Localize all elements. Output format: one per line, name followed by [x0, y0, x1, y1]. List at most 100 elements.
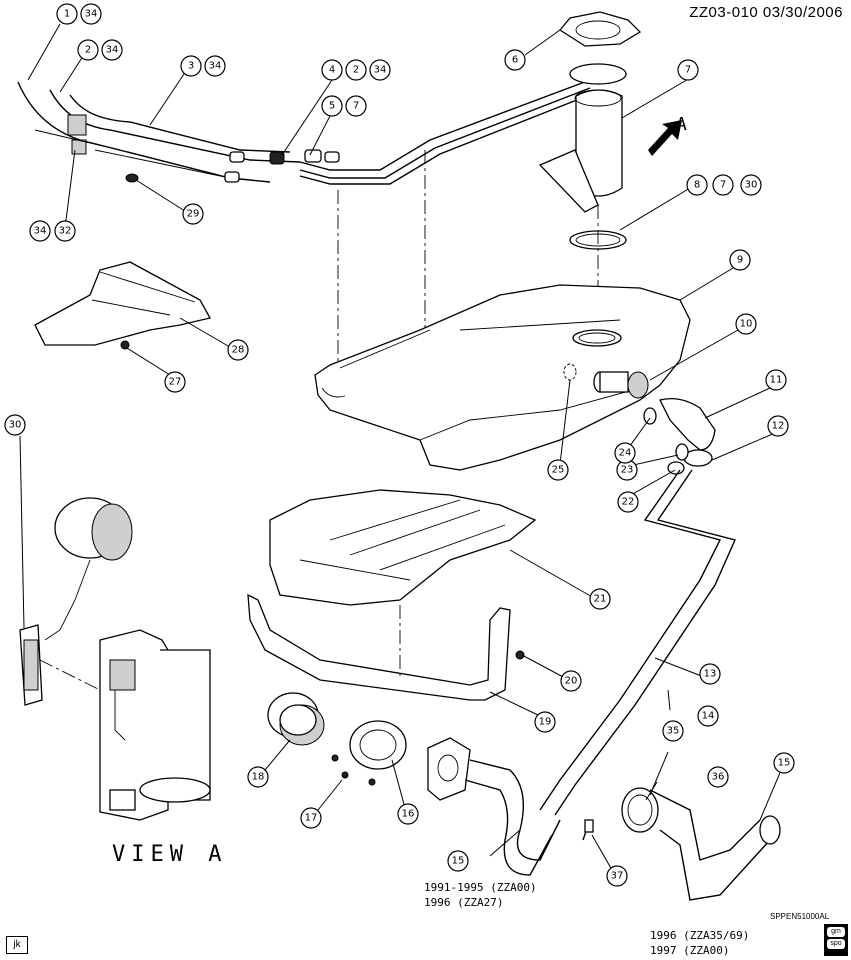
svg-text:28: 28 — [232, 345, 245, 356]
svg-text:34: 34 — [34, 226, 47, 237]
callout-34: 34 — [101, 39, 123, 61]
svg-text:15: 15 — [452, 856, 465, 867]
callout-34: 34 — [80, 3, 102, 25]
fuel-cap-18 — [267, 692, 325, 746]
filler-pipe-15a — [427, 737, 561, 876]
svg-text:22: 22 — [622, 497, 635, 508]
svg-text:2: 2 — [85, 45, 91, 56]
callout-1: 1 — [56, 3, 78, 25]
reference-code: SPPEN51000AL — [770, 912, 830, 921]
callout-19: 19 — [534, 711, 556, 733]
svg-text:11: 11 — [770, 375, 783, 386]
tank-strap-19 — [247, 593, 525, 701]
svg-text:17: 17 — [305, 813, 318, 824]
callout-34: 34 — [369, 59, 391, 81]
callout-15: 15 — [773, 752, 795, 774]
callout-4: 4 — [321, 59, 343, 81]
view-a-label: VIEW A — [112, 842, 228, 867]
callout-36: 36 — [707, 766, 729, 788]
gm-spo-logo: gm spo — [824, 924, 848, 956]
callout-17: 17 — [300, 807, 322, 829]
svg-text:13: 13 — [704, 669, 717, 680]
callout-21: 21 — [589, 588, 611, 610]
logo-bottom: spo — [827, 939, 845, 949]
svg-text:34: 34 — [374, 65, 387, 76]
callout-14: 14 — [697, 705, 719, 727]
svg-text:29: 29 — [187, 209, 200, 220]
callout-37: 37 — [606, 865, 628, 887]
callout-34: 34 — [29, 220, 51, 242]
callout-2: 2 — [77, 39, 99, 61]
line-connectors — [224, 149, 340, 183]
svg-text:32: 32 — [59, 226, 72, 237]
svg-text:1: 1 — [64, 9, 70, 20]
svg-text:16: 16 — [402, 809, 415, 820]
tank-neck-parts — [539, 371, 736, 816]
svg-text:20: 20 — [565, 676, 578, 687]
callout-9: 9 — [729, 249, 751, 271]
fuel-level-sender-30 — [19, 497, 133, 706]
logo-top: gm — [827, 927, 845, 937]
leader-lines — [19, 23, 783, 871]
callout-7: 7 — [345, 95, 367, 117]
callout-6: 6 — [504, 49, 526, 71]
note-line: 1996 (ZZA27) — [424, 896, 504, 909]
svg-text:34: 34 — [209, 61, 222, 72]
callout-15: 15 — [447, 850, 469, 872]
callout-16: 16 — [397, 803, 419, 825]
svg-text:34: 34 — [106, 45, 119, 56]
callout-29: 29 — [182, 203, 204, 225]
callout-12: 12 — [767, 415, 789, 437]
filler-pipe-15b — [582, 787, 781, 901]
filler-door-16 — [331, 720, 407, 786]
view-a-detail — [39, 629, 211, 821]
svg-text:9: 9 — [737, 255, 743, 266]
heat-shield-28 — [34, 261, 211, 346]
svg-text:23: 23 — [621, 465, 634, 476]
fuel-tank — [314, 284, 691, 471]
note-line: 1996 (ZZA35/69) — [650, 929, 750, 942]
bolt-27 — [120, 340, 130, 350]
model-year-note-left: 1991-1995 (ZZA00) 1996 (ZZA27) — [424, 880, 537, 910]
callout-34: 34 — [204, 55, 226, 77]
note-line: 1991-1995 (ZZA00) — [424, 881, 537, 894]
svg-text:37: 37 — [611, 871, 624, 882]
callout-11: 11 — [765, 369, 787, 391]
callout-35: 35 — [662, 720, 684, 742]
svg-text:36: 36 — [712, 772, 725, 783]
svg-text:8: 8 — [694, 180, 700, 191]
clip-29 — [125, 173, 139, 183]
callout-32: 32 — [54, 220, 76, 242]
part-callouts: 1 34 2 34 3 34 4 2 34 5 7 6 7 8 7 30 9 1… — [4, 3, 795, 887]
svg-text:2: 2 — [353, 65, 359, 76]
model-year-note-right: 1996 (ZZA35/69) 1997 (ZZA00) — [650, 928, 749, 958]
callout-27: 27 — [164, 371, 186, 393]
svg-text:27: 27 — [169, 377, 182, 388]
callout-8: 8 — [686, 174, 708, 196]
svg-text:7: 7 — [685, 65, 691, 76]
callout-28: 28 — [227, 339, 249, 361]
callout-30: 30 — [4, 414, 26, 436]
callout-22: 22 — [617, 491, 639, 513]
callout-13: 13 — [699, 663, 721, 685]
callout-20: 20 — [560, 670, 582, 692]
view-arrow-letter: A — [676, 114, 687, 135]
svg-text:15: 15 — [778, 758, 791, 769]
fuel-pump-module — [538, 11, 642, 340]
svg-text:35: 35 — [667, 726, 680, 737]
diagram-code: ZZ03-010 03/30/2006 — [689, 4, 843, 21]
svg-text:12: 12 — [772, 421, 785, 432]
svg-text:6: 6 — [512, 55, 518, 66]
svg-text:24: 24 — [619, 448, 632, 459]
callout-3: 3 — [180, 55, 202, 77]
note-line: 1997 (ZZA00) — [650, 944, 730, 957]
svg-text:7: 7 — [353, 101, 359, 112]
svg-text:3: 3 — [188, 61, 194, 72]
svg-text:19: 19 — [539, 717, 552, 728]
line-clip-32 — [34, 114, 121, 155]
tank-shield-21 — [269, 489, 537, 606]
callout-18: 18 — [247, 766, 269, 788]
svg-text:21: 21 — [594, 594, 607, 605]
svg-text:10: 10 — [740, 319, 753, 330]
